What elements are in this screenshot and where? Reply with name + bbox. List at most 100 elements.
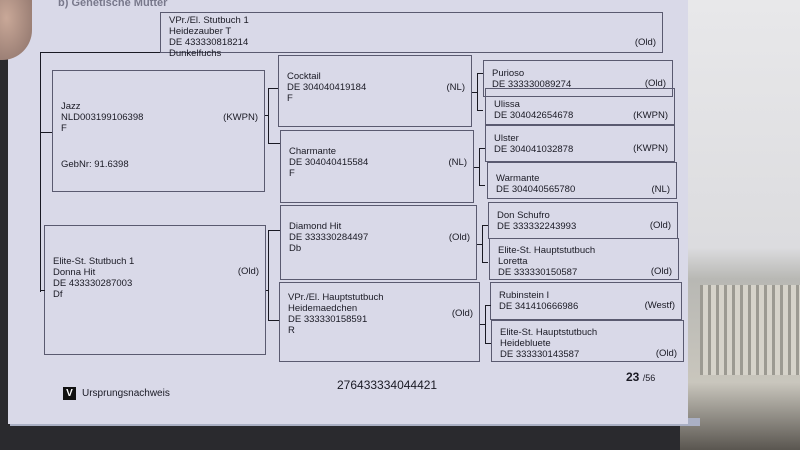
breed-code: (KWPN) <box>633 110 668 121</box>
connector-line <box>40 132 52 133</box>
breed-code: (NL) <box>448 157 467 168</box>
breed-code: (KWPN) <box>223 112 258 123</box>
connector-line <box>485 305 491 306</box>
horse-line: Ulissa <box>494 99 520 110</box>
connector-line <box>268 143 280 144</box>
horse-line: F <box>287 93 293 104</box>
connector-line <box>479 148 480 185</box>
connector-line <box>268 230 269 320</box>
connector-line <box>265 115 268 116</box>
breed-code: (KWPN) <box>633 143 668 154</box>
document-number: 276433334044421 <box>337 378 438 392</box>
breed-code: (Old) <box>634 37 656 48</box>
horse-line: DE 333330150587 <box>498 267 578 278</box>
background-wall <box>680 0 800 450</box>
connector-line <box>477 73 483 74</box>
connector-line <box>268 230 280 231</box>
breed-code: (Westf) <box>644 300 675 311</box>
horse-line: Elite-St. Hauptstutbuch <box>500 327 598 338</box>
breed-code: (Old) <box>644 78 666 89</box>
horse-line: DE 433330287003 <box>53 278 133 289</box>
section-header: b) Genetische Mutter <box>58 0 168 9</box>
horse-line: DE 341410666986 <box>499 301 579 312</box>
horse-line: Charmante <box>289 146 336 157</box>
horse-line: DE 333330284497 <box>289 232 369 243</box>
horse-line: Ulster <box>494 133 519 144</box>
horse-line: Heidebluete <box>500 338 551 349</box>
connector-line <box>479 185 485 186</box>
breed-code: (Old) <box>448 232 470 243</box>
connector-line <box>482 225 483 262</box>
connector-line <box>268 88 269 143</box>
page-total: /56 <box>642 373 656 383</box>
horse-line: Heidezauber T <box>169 26 232 37</box>
horse-line: DE 333330089274 <box>492 79 572 90</box>
horse-line: VPr./El. Stutbuch 1 <box>169 15 249 26</box>
horse-line: R <box>288 325 295 336</box>
breed-code: (NL) <box>651 184 670 195</box>
horse-line: Rubinstein I <box>499 290 550 301</box>
connector-line <box>472 91 477 93</box>
horse-line: Warmante <box>496 173 540 184</box>
horse-line: DE 333332243993 <box>497 221 577 232</box>
breed-code: (Old) <box>237 266 259 277</box>
page-number: 23 /56 <box>626 370 655 384</box>
horse-line: DE 304041032878 <box>494 144 574 155</box>
connector-line <box>268 320 279 321</box>
horse-line: F <box>289 168 295 179</box>
connector-line <box>479 148 485 149</box>
breed-code: (Old) <box>655 348 677 359</box>
connector-line <box>40 52 160 53</box>
horse-line: DE 304042654678 <box>494 110 574 121</box>
footer-badge: V <box>63 387 76 400</box>
horse-line: Cocktail <box>287 71 321 82</box>
connector-line <box>477 110 483 111</box>
horse-line: Dunkelfuchs <box>169 48 222 59</box>
breed-code: (NL) <box>446 82 465 93</box>
horse-line: Diamond Hit <box>289 221 342 232</box>
connector-line <box>485 305 486 343</box>
horse-line: Jazz <box>61 101 81 112</box>
horse-line: Elite-St. Stutbuch 1 <box>53 256 135 267</box>
horse-line: VPr./El. Hauptstutbuch <box>288 292 384 303</box>
connector-line <box>482 262 488 263</box>
page-current: 23 <box>626 370 640 384</box>
horse-line: Elite-St. Hauptstutbuch <box>498 245 596 256</box>
footer-label: Ursprungsnachweis <box>82 388 170 399</box>
horse-line: DE 304040419184 <box>287 82 367 93</box>
connector-line <box>268 88 278 89</box>
horse-line: Donna Hit <box>53 267 96 278</box>
connector-line <box>40 290 45 291</box>
horse-line: Loretta <box>498 256 528 267</box>
connector-line <box>474 166 479 168</box>
horse-line: DE 333330143587 <box>500 349 580 360</box>
connector-line <box>477 73 478 110</box>
background-radiator <box>700 285 800 375</box>
horse-line: Purioso <box>492 68 525 79</box>
connector-line <box>40 52 41 292</box>
connector-line <box>482 225 488 226</box>
horse-line: Heidemaedchen <box>288 303 358 314</box>
horse-line: NLD003199106398 <box>61 112 144 123</box>
horse-line: Don Schufro <box>497 210 550 221</box>
birth-number: GebNr: 91.6398 <box>61 159 129 170</box>
horse-line: DE 333330158591 <box>288 314 368 325</box>
connector-line <box>485 343 491 344</box>
breed-code: (Old) <box>451 308 473 319</box>
horse-line: DE 304040565780 <box>496 184 576 195</box>
horse-line: F <box>61 123 67 134</box>
